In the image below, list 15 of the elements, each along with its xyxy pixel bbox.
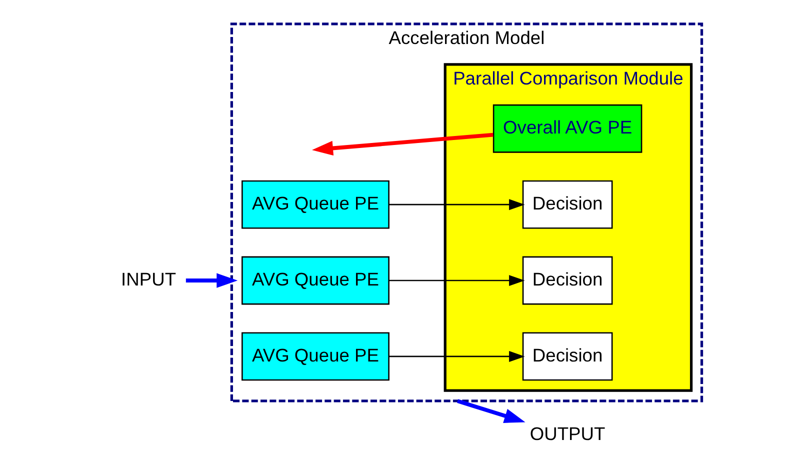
node-box: Decision bbox=[522, 180, 612, 229]
node-box: Overall AVG PE bbox=[492, 104, 642, 153]
node-text: OUTPUT bbox=[529, 422, 605, 444]
arrow bbox=[185, 273, 238, 288]
arrow bbox=[456, 399, 525, 423]
node-box: AVG Queue PE bbox=[241, 180, 389, 229]
node-box: Decision bbox=[522, 256, 612, 305]
node-box: Decision bbox=[522, 332, 612, 381]
node-text: INPUT bbox=[120, 268, 176, 290]
node-box: AVG Queue PE bbox=[241, 332, 389, 381]
arrow bbox=[388, 350, 524, 362]
arrow bbox=[312, 132, 493, 156]
arrow bbox=[388, 275, 524, 286]
arrow bbox=[388, 199, 524, 210]
node-box: AVG Queue PE bbox=[241, 256, 389, 305]
